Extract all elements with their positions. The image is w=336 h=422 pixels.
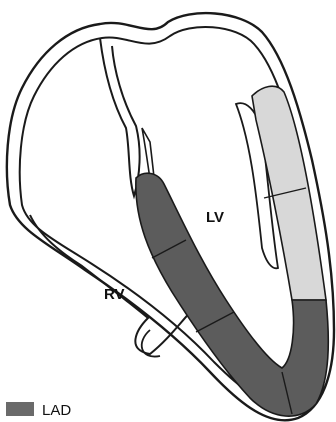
legend-swatch-lad bbox=[6, 402, 34, 416]
legend-label-lad: LAD bbox=[42, 402, 71, 419]
legend: LAD bbox=[6, 402, 71, 419]
lv-label: LV bbox=[206, 209, 224, 226]
rv-label: RV bbox=[104, 286, 125, 303]
